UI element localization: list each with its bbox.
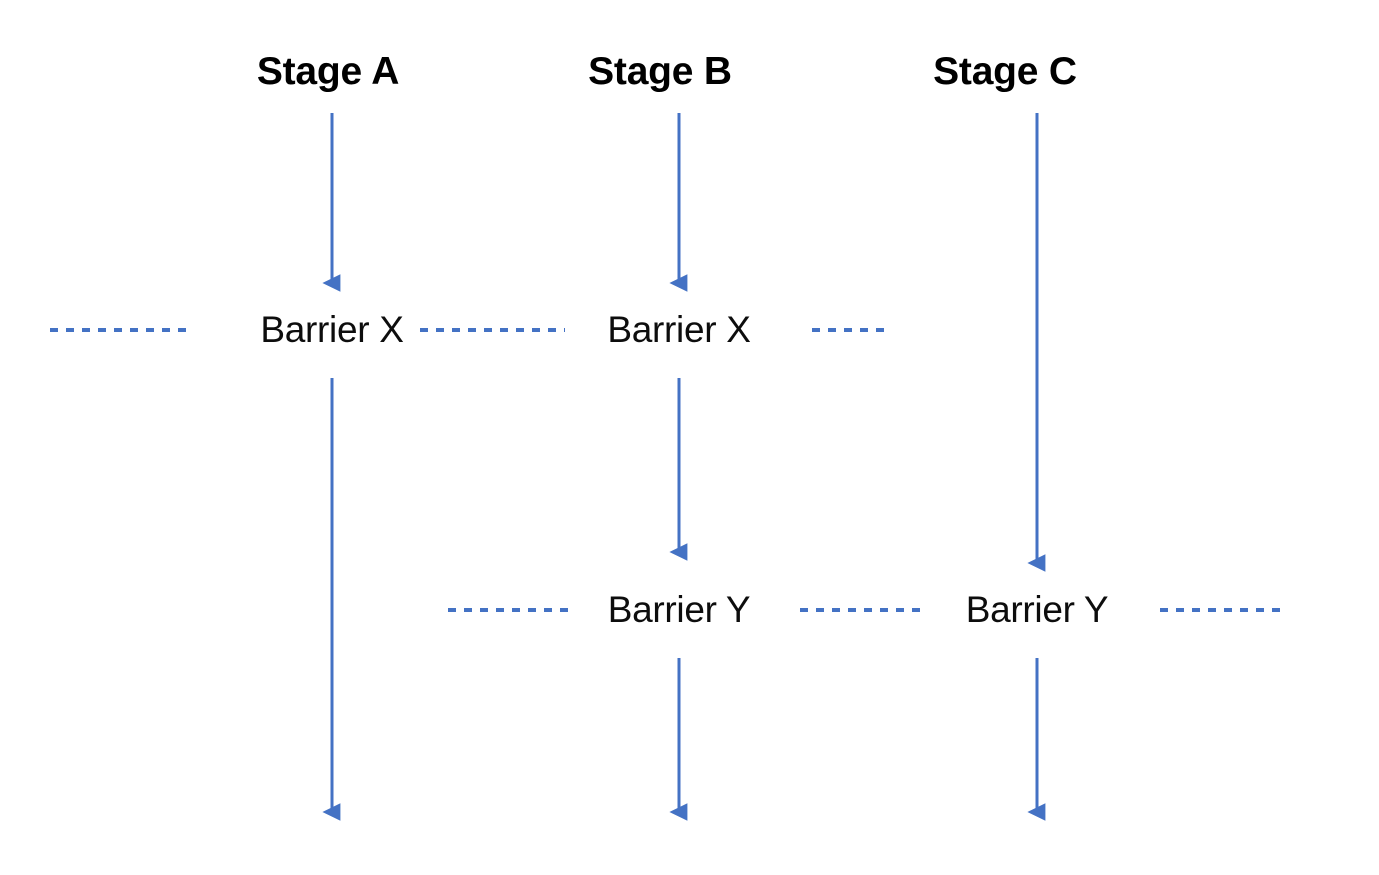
arrows-group [322, 113, 1046, 821]
stage-header-c: Stage C [933, 50, 1077, 93]
barrier-node-node-b-x: Barrier X [607, 309, 751, 350]
barrier-node-node-a-x: Barrier X [260, 309, 404, 350]
barrier-node-node-c-y: Barrier Y [965, 589, 1109, 630]
barrier-node-node-b-y: Barrier Y [607, 589, 751, 630]
stage-header-a: Stage A [256, 50, 400, 93]
stage-header-b: Stage B [588, 50, 732, 93]
dashed-links-group [50, 328, 1287, 612]
